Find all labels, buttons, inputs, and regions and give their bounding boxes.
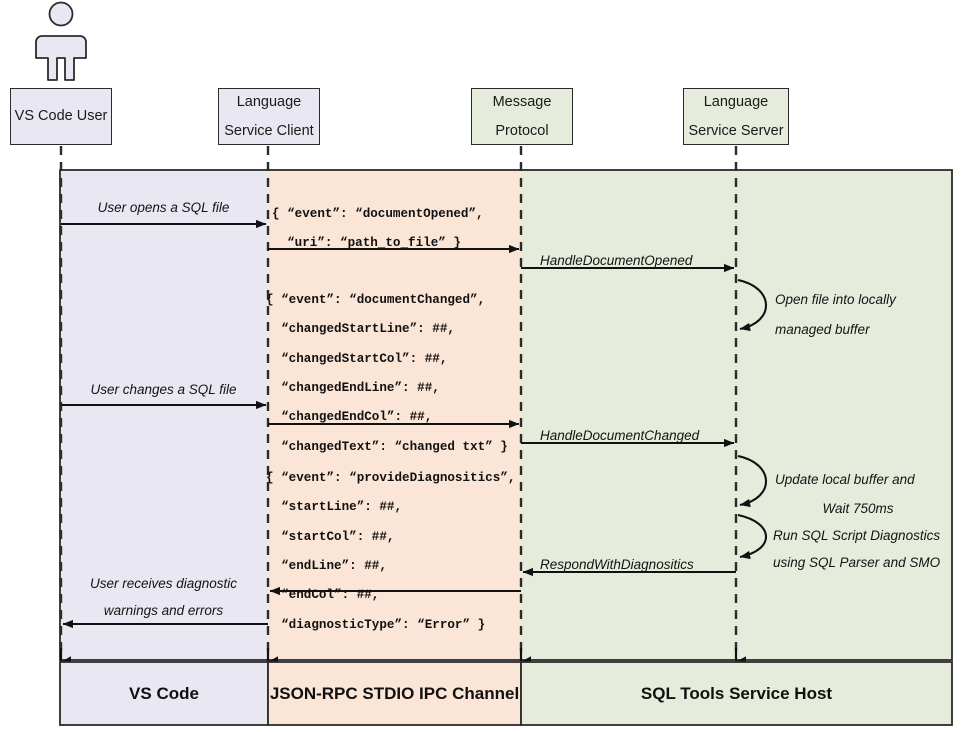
lifelines [59, 146, 738, 652]
message-label-respond-with-diagnositics: RespondWithDiagnositics [540, 557, 694, 572]
footer-label-ipc-channel[interactable]: JSON-RPC STDIO IPC Channel [269, 683, 520, 703]
payload-provide-diagnositics[interactable]: { “event”: “provideDiagnositics”, “start… [266, 471, 516, 632]
lifeline-head-client-line1: Language [236, 94, 302, 111]
self-call-open-file [737, 278, 767, 332]
self-call-label-open-file-line1: Open file into locally [775, 292, 896, 307]
message-label-handle-document-opened: HandleDocumentOpened [540, 253, 693, 268]
self-call-label-run-diagnostics-line2: using SQL Parser and SMO [773, 555, 941, 570]
self-call-run-diagnostics [737, 513, 767, 560]
swimlane-bands [59, 169, 953, 661]
self-call-label-open-file-line2: managed buffer [775, 322, 870, 337]
message-label-handle-document-changed: HandleDocumentChanged [540, 428, 700, 443]
payload-document-opened[interactable]: { “event”: “documentOpened”, “uri”: “pat… [272, 207, 484, 251]
message-label-user-changes: User changes a SQL file [90, 382, 237, 397]
lifeline-head-client-line2: Service Client [224, 122, 314, 139]
footer-bands [59, 661, 953, 726]
lifeline-head-protocol-line1: Message [492, 94, 552, 111]
footer-label-vs-code[interactable]: VS Code [129, 683, 199, 703]
lifeline-head-server-line2: Service Server [688, 122, 784, 139]
lifeline-head-user[interactable]: VS Code User [10, 88, 112, 145]
message-label-user-receives-line2: warnings and errors [103, 603, 224, 618]
lifeline-terminators [59, 648, 747, 668]
lifeline-head-protocol[interactable]: Message Protocol [471, 88, 573, 145]
message-label-user-receives-line1: User receives diagnostic [89, 576, 238, 591]
self-call-label-update-buffer-line1: Update local buffer and [775, 472, 915, 487]
self-call-label-run-diagnostics-line1: Run SQL Script Diagnostics [773, 528, 941, 543]
footer-label-service-host[interactable]: SQL Tools Service Host [640, 683, 833, 703]
lifeline-head-protocol-line2: Protocol [495, 122, 549, 139]
payload-document-changed[interactable]: { “event”: “documentChanged”, “changedSt… [266, 293, 508, 454]
lifeline-head-client[interactable]: Language Service Client [218, 88, 320, 145]
self-call-update-buffer [737, 454, 767, 508]
message-label-user-opens: User opens a SQL file [97, 200, 230, 215]
actor-figure [35, 1, 87, 81]
lifeline-head-user-line1: VS Code User [14, 108, 108, 125]
message-arrows [61, 219, 736, 629]
lifeline-head-server-line1: Language [703, 94, 769, 111]
lifeline-head-server[interactable]: Language Service Server [683, 88, 789, 145]
self-call-arcs [737, 278, 767, 560]
self-call-label-update-buffer-line2: Wait 750ms [822, 501, 894, 516]
